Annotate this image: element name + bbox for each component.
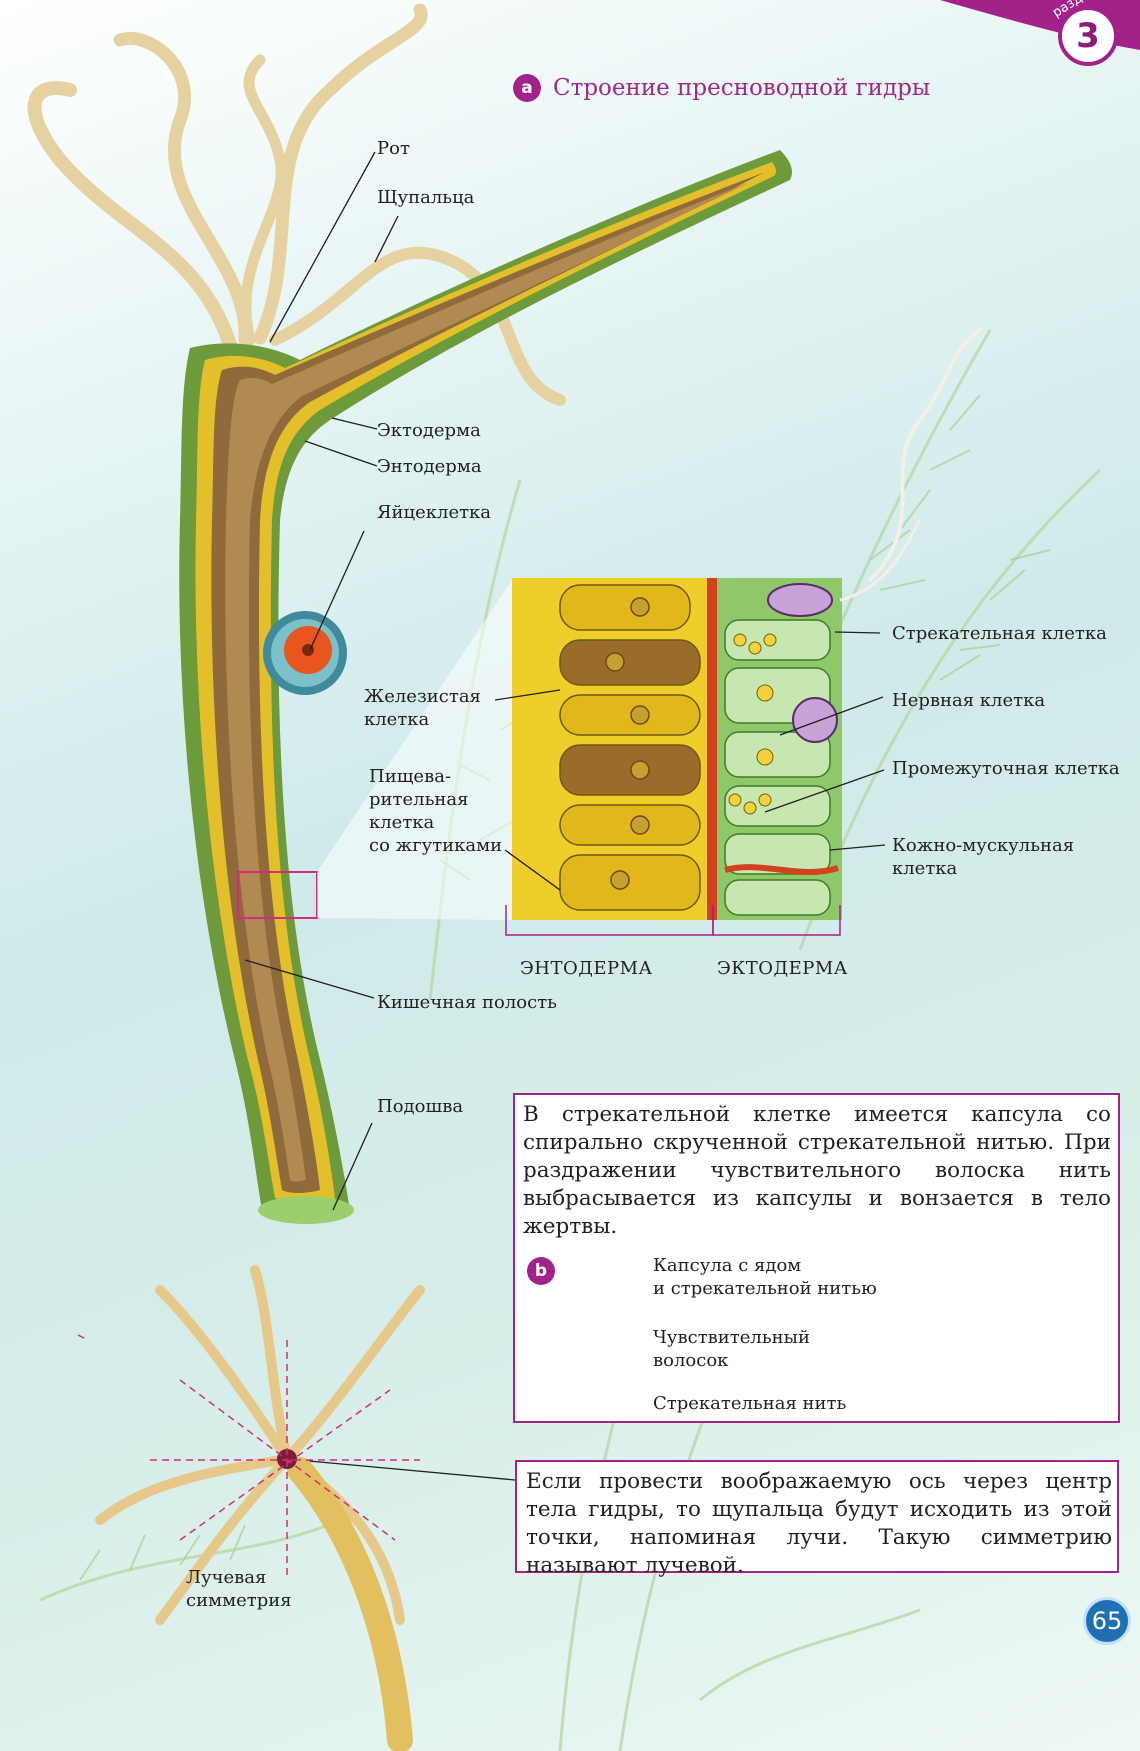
label-endoderm: Энтодерма <box>377 456 482 478</box>
label-glandular-cell-1: Железистая <box>364 686 481 708</box>
label-sole: Подошва <box>377 1096 463 1118</box>
label-nerve-cell: Нервная клетка <box>892 690 1045 712</box>
page-number: 65 <box>1092 1607 1123 1635</box>
page-number-badge: 65 <box>1083 1597 1131 1645</box>
label-digestive-cell-3: клетка <box>369 812 434 834</box>
radial-symmetry-info-text: Если провести воображаемую ось через цен… <box>526 1468 1112 1580</box>
figure-a-heading: a Строение пресноводной гидры <box>513 74 930 102</box>
label-digestive-cell-2: рительная <box>369 789 468 811</box>
label-endoderm-caps: ЭНТОДЕРМА <box>520 958 653 980</box>
label-glandular-cell-2: клетка <box>364 709 429 731</box>
section-number: 3 <box>1076 16 1100 56</box>
stinging-cell-info-box: В стрекательной клетке имеется капсула с… <box>513 1093 1120 1423</box>
label-digestive-cell-1: Пищева- <box>369 766 451 788</box>
label-ectoderm-caps: ЭКТОДЕРМА <box>717 958 848 980</box>
figure-a-marker: a <box>513 74 541 102</box>
label-gut-cavity: Кишечная полость <box>377 992 557 1014</box>
label-mouth: Рот <box>377 138 410 160</box>
label-tentacles: Щупальца <box>377 187 474 209</box>
figure-b-marker: b <box>527 1257 555 1285</box>
mesoglea <box>707 578 717 920</box>
stinging-cell-capsule <box>768 584 832 616</box>
label-radial-symmetry-1: Лучевая <box>186 1567 266 1589</box>
label-digestive-cell-4: со жгутиками <box>369 835 502 857</box>
label-egg-cell: Яйцеклетка <box>377 502 491 524</box>
label-capsule-1: Капсула с ядом <box>653 1255 801 1277</box>
section-number-badge: 3 <box>1058 6 1118 66</box>
label-skin-muscle-cell-1: Кожно-мускульная <box>892 835 1074 857</box>
label-radial-symmetry-2: симметрия <box>186 1590 292 1612</box>
label-stinging-cell: Стрекательная клетка <box>892 623 1107 645</box>
label-ectoderm: Эктодерма <box>377 420 481 442</box>
stinging-cell-info-text: В стрекательной клетке имеется капсула с… <box>523 1101 1111 1241</box>
label-intermediate-cell: Промежуточная клетка <box>892 758 1120 780</box>
label-capsule-2: и стрекательной нитью <box>653 1278 877 1300</box>
figure-a-title: Строение пресноводной гидры <box>553 75 930 101</box>
label-sensitive-hair-1: Чувствительный <box>653 1327 810 1349</box>
magnification-cone <box>317 580 512 920</box>
radial-symmetry-info-box: Если провести воображаемую ось через цен… <box>515 1460 1119 1573</box>
label-skin-muscle-cell-2: клетка <box>892 858 957 880</box>
label-sensitive-hair-2: волосок <box>653 1350 728 1372</box>
radial-hydra <box>100 1270 420 1740</box>
label-stinging-thread: Стрекательная нить <box>653 1393 846 1415</box>
